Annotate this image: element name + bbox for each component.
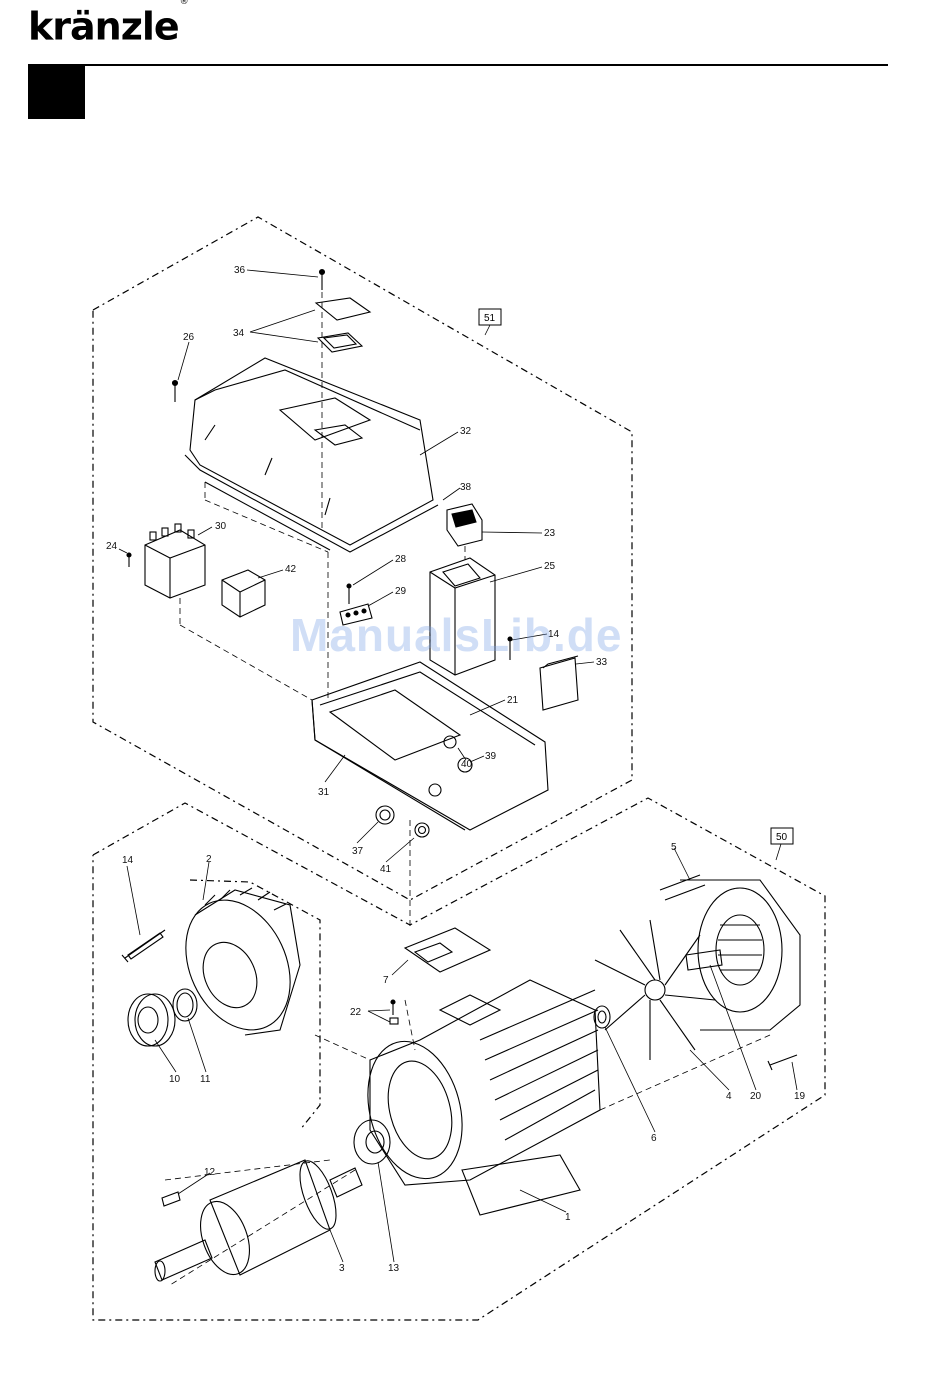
- callout-5: 5: [671, 842, 677, 853]
- callout-41: 41: [380, 864, 392, 875]
- callout-10: 10: [169, 1074, 181, 1085]
- motor-housing-1-part: [353, 980, 600, 1215]
- bearing-13-part: [354, 1120, 390, 1164]
- fan-4-part: [595, 920, 715, 1060]
- key-12-part: [162, 1192, 180, 1206]
- group-label-50: 50: [771, 828, 793, 860]
- group-label-50-text: 50: [776, 832, 788, 843]
- callout-22: 22: [350, 1007, 362, 1018]
- seal-6-part: [594, 1006, 610, 1028]
- plate-7-part: [405, 928, 490, 972]
- plate-33-part: [540, 656, 578, 710]
- screw-22-part: [390, 1000, 398, 1024]
- callout-28: 28: [395, 554, 407, 565]
- callout-26: 26: [183, 332, 195, 343]
- group-outline-upper: [93, 217, 632, 900]
- callout-2: 2: [206, 854, 212, 865]
- ring-11-part: [173, 989, 197, 1021]
- callout-38: 38: [460, 482, 472, 493]
- rotor-3-part: [155, 1156, 362, 1281]
- fan-cover-5-part: [660, 875, 800, 1030]
- terminal-base-21-part: [312, 662, 548, 830]
- screw-28-part: [347, 584, 351, 604]
- terminal-42-part: [222, 570, 265, 617]
- callout-13: 13: [388, 1263, 400, 1274]
- bearing-10-part: [128, 994, 175, 1046]
- callout-34: 34: [233, 328, 245, 339]
- screw-36-part: [320, 270, 325, 291]
- callout-7: 7: [383, 975, 389, 986]
- callout-40: 40: [461, 759, 473, 770]
- screw-24-part: [127, 553, 131, 567]
- screw-26-part: [173, 381, 178, 403]
- callout-25: 25: [544, 561, 556, 572]
- callouts: 36 34 26 32 38 30 24 42 28 29 23 25 14 3…: [106, 265, 806, 1274]
- callout-29: 29: [395, 586, 407, 597]
- cover-34-part: [316, 298, 370, 352]
- callout-21: 21: [507, 695, 519, 706]
- callout-4: 4: [726, 1091, 732, 1102]
- callout-32: 32: [460, 426, 472, 437]
- callout-12: 12: [204, 1167, 216, 1178]
- switch-23-part: [447, 504, 482, 546]
- callout-24: 24: [106, 541, 118, 552]
- callout-1: 1: [565, 1212, 571, 1223]
- group-label-51-text: 51: [484, 313, 496, 324]
- callout-3: 3: [339, 1263, 345, 1274]
- callout-6: 6: [651, 1133, 657, 1144]
- contactor-30-part: [145, 524, 205, 598]
- cable-gland-37-part: [376, 806, 394, 824]
- screw-14-lower-part: [122, 930, 165, 962]
- callout-11: 11: [200, 1074, 211, 1085]
- callout-37: 37: [352, 846, 364, 857]
- assembly-lines-lower: [165, 1000, 770, 1285]
- watermark: ManualsLib.de: [290, 608, 622, 662]
- callout-39: 39: [485, 751, 497, 762]
- callout-36: 36: [234, 265, 246, 276]
- assembly-lines-upper: [180, 482, 465, 930]
- callout-31: 31: [318, 787, 330, 798]
- callout-23: 23: [544, 528, 556, 539]
- callout-30: 30: [215, 521, 227, 532]
- cable-gland-41-part: [415, 823, 429, 837]
- callout-14-lower: 14: [122, 855, 134, 866]
- callout-42: 42: [285, 564, 297, 575]
- callout-20: 20: [750, 1091, 762, 1102]
- group-label-51: 51: [479, 309, 501, 335]
- callout-19: 19: [794, 1091, 806, 1102]
- end-shield-2-part: [166, 883, 310, 1047]
